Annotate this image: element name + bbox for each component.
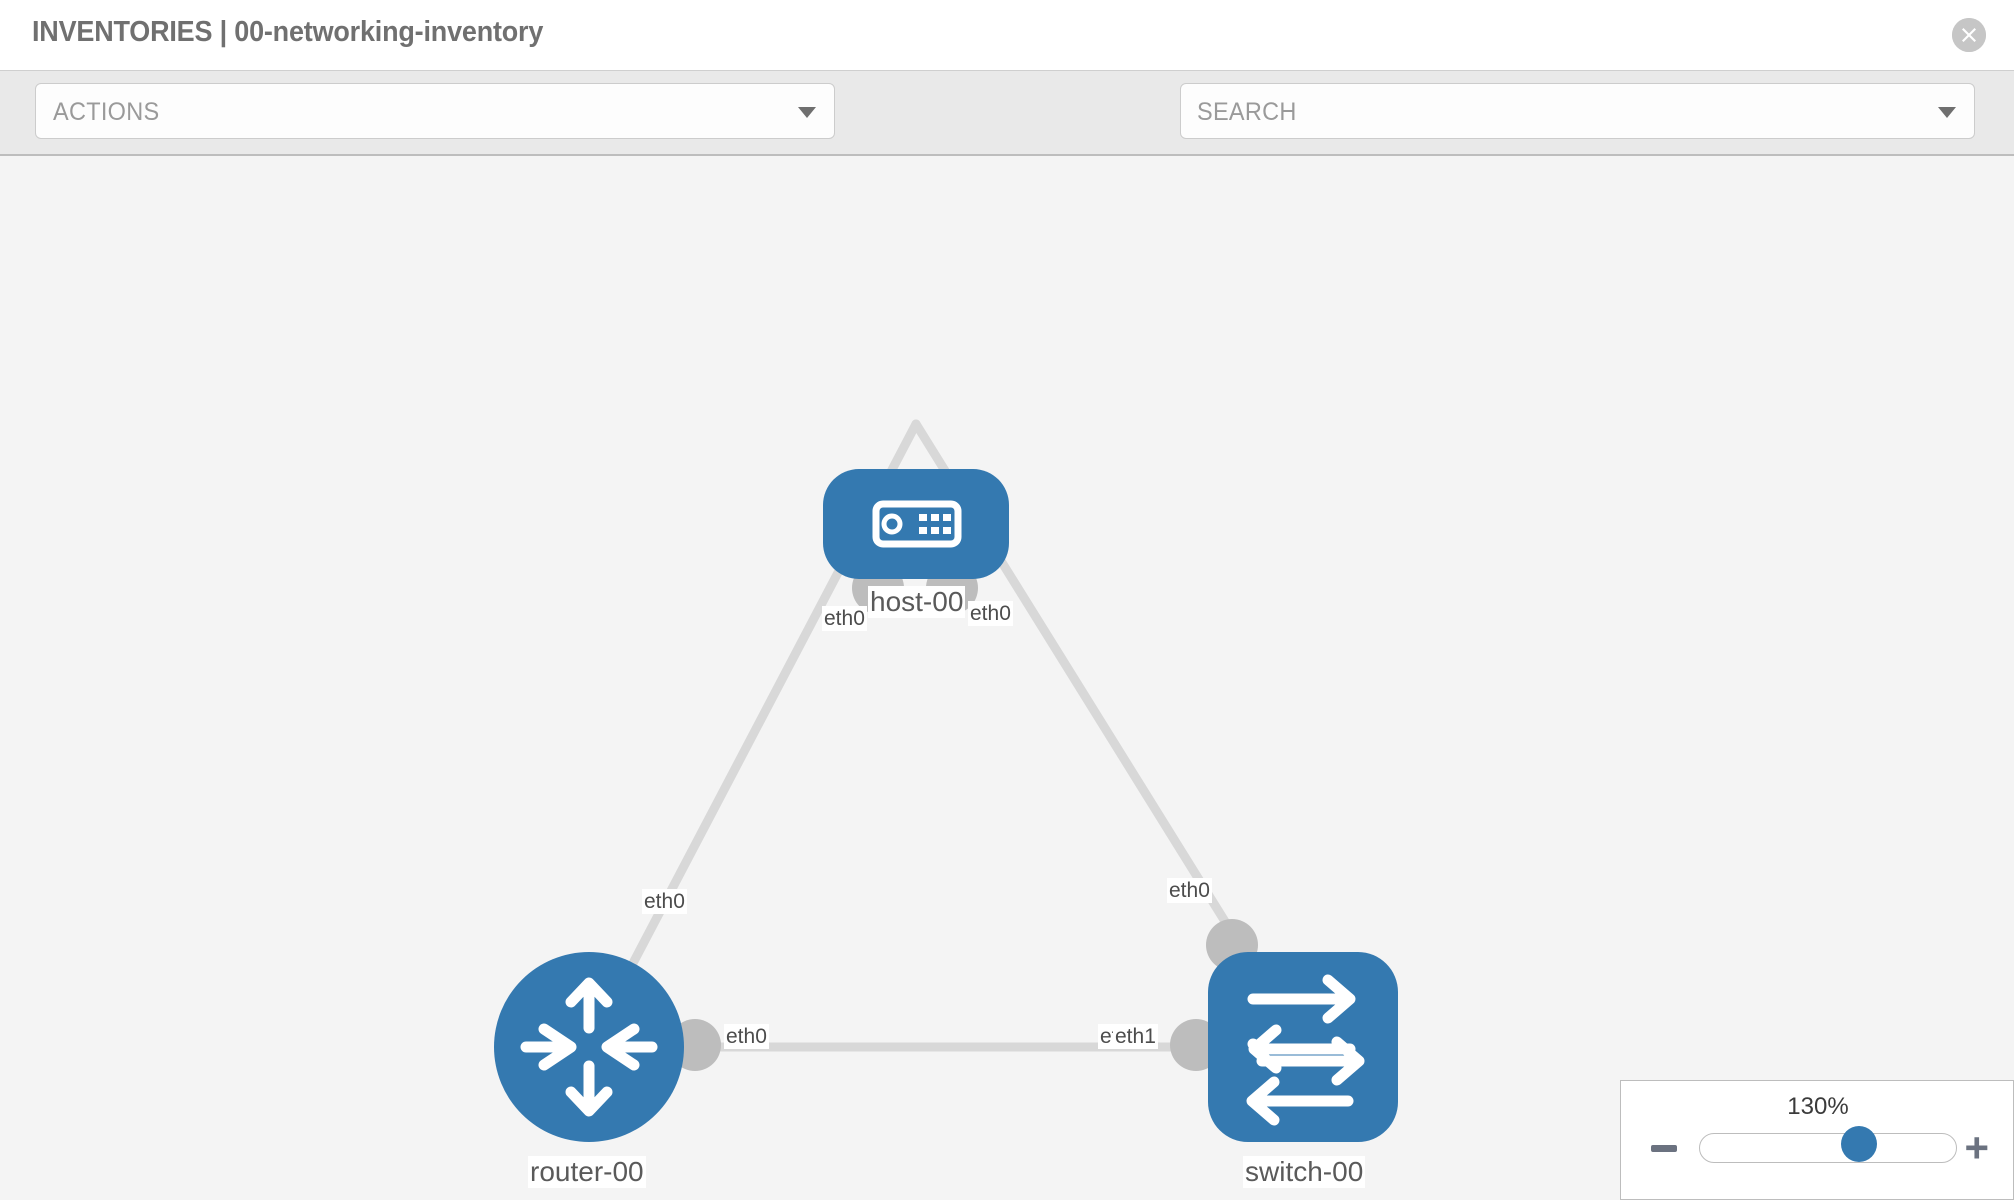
iface-label-host-router: eth0 [822,606,867,631]
node-host-00[interactable] [823,469,1009,579]
search-placeholder: SEARCH [1197,98,1297,126]
topology-canvas[interactable]: host-00 router-00 switch-00 eth0 eth0 et… [0,156,2014,1200]
iface-label-host-switch: eth0 [968,601,1013,626]
actions-dropdown[interactable]: ACTIONS [35,83,835,139]
iface-label-router-switch: eth0 [724,1024,769,1049]
iface-label-switch-host: eth0 [1167,878,1212,903]
chevron-down-icon[interactable] [1938,107,1956,118]
zoom-control-panel: 130% + [1620,1080,2014,1200]
actions-dropdown-label: ACTIONS [53,98,160,126]
zoom-slider-thumb[interactable] [1840,1126,1877,1162]
page-title: INVENTORIES | 00-networking-inventory [32,16,544,48]
zoom-out-button[interactable] [1651,1145,1677,1152]
switch-arrows-icon [1246,974,1365,1126]
toolbar: ACTIONS SEARCH [0,70,2014,197]
iface-label-switch-router: eth1 [1113,1024,1158,1049]
search-input[interactable]: SEARCH [1180,83,1975,139]
close-icon[interactable] [1952,18,1986,52]
router-arrows-icon [520,977,658,1117]
zoom-slider-track[interactable] [1699,1133,1957,1163]
zoom-level-value: 130% [1787,1093,1849,1120]
node-label-host-00: host-00 [868,586,966,618]
node-label-switch-00: switch-00 [1243,1156,1366,1188]
page-header: INVENTORIES | 00-networking-inventory [0,0,2014,70]
node-router-00[interactable] [494,952,684,1142]
chevron-down-icon [798,107,816,118]
zoom-in-button[interactable]: + [1964,1124,1989,1171]
iface-label-router-host: eth0 [642,889,687,914]
topology-graph [494,419,1398,1142]
server-icon [872,500,962,548]
node-switch-00[interactable] [1208,952,1398,1142]
node-label-router-00: router-00 [528,1156,646,1188]
